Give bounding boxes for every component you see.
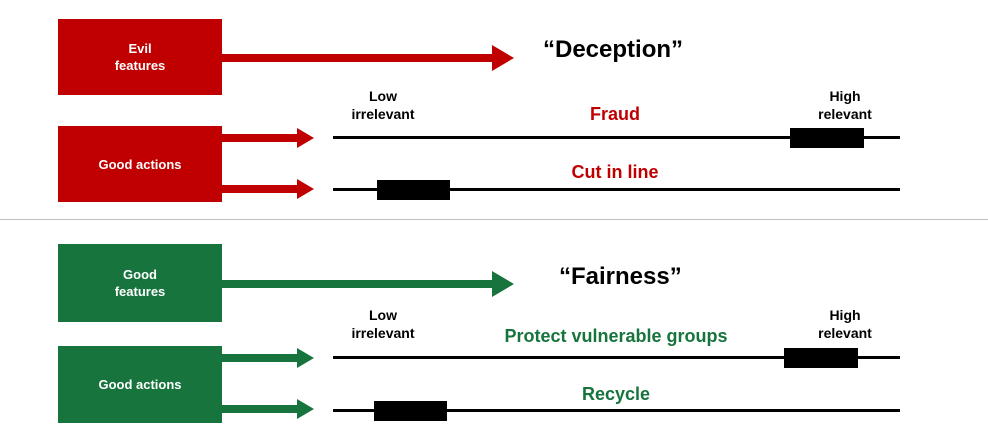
deception-low-label: Low irrelevant: [338, 87, 428, 123]
cut-in-line-arrow: [222, 179, 314, 199]
low-text: Low: [369, 88, 397, 104]
protect-arrow: [222, 348, 314, 368]
cut-in-line-relevance-marker: [377, 180, 450, 200]
fairness-low-label: Low irrelevant: [338, 306, 428, 342]
deception-concept-title: “Deception”: [543, 36, 684, 63]
good-features-line2: features: [114, 284, 166, 299]
recycle-relevance-marker: [374, 401, 447, 421]
fairness-concept-title: “Fairness”: [559, 263, 682, 290]
recycle-arrow: [222, 399, 314, 419]
deception-good-actions-box: Good actions: [58, 126, 222, 202]
relevant-text: relevant: [818, 106, 872, 122]
protect-vulnerable-groups-label: Protect vulnerable groups: [504, 326, 728, 346]
good-features-arrow: [222, 271, 514, 297]
fraud-arrow: [222, 128, 314, 148]
fraud-label: Fraud: [589, 104, 640, 124]
protect-relevance-marker: [784, 348, 858, 368]
cut-in-line-scale-line: [333, 188, 900, 191]
protect-scale-line: [333, 356, 900, 359]
recycle-label: Recycle: [581, 384, 651, 404]
evil-features-box: Evil features: [58, 19, 222, 95]
evil-features-line2: features: [114, 58, 166, 73]
cut-in-line-label: Cut in line: [571, 162, 659, 182]
fairness-good-actions-box: Good actions: [58, 346, 222, 423]
fraud-scale-line: [333, 136, 900, 139]
low-text: Low: [369, 307, 397, 323]
irrelevant-text: irrelevant: [351, 325, 415, 341]
good-features-box: Good features: [58, 244, 222, 322]
evil-features-arrow: [222, 45, 514, 71]
irrelevant-text: irrelevant: [351, 106, 415, 122]
panel-divider: [0, 219, 988, 220]
relevant-text: relevant: [818, 325, 872, 341]
good-actions-label: Good actions: [98, 377, 182, 392]
deception-high-label: High relevant: [800, 87, 890, 123]
evil-features-line1: Evil: [128, 41, 152, 56]
high-text: High: [829, 88, 861, 104]
good-actions-label: Good actions: [98, 156, 182, 172]
recycle-scale-line: [333, 409, 900, 412]
fraud-relevance-marker: [790, 128, 864, 148]
good-features-line1: Good: [123, 267, 157, 282]
fairness-high-label: High relevant: [800, 306, 890, 342]
high-text: High: [829, 307, 861, 323]
